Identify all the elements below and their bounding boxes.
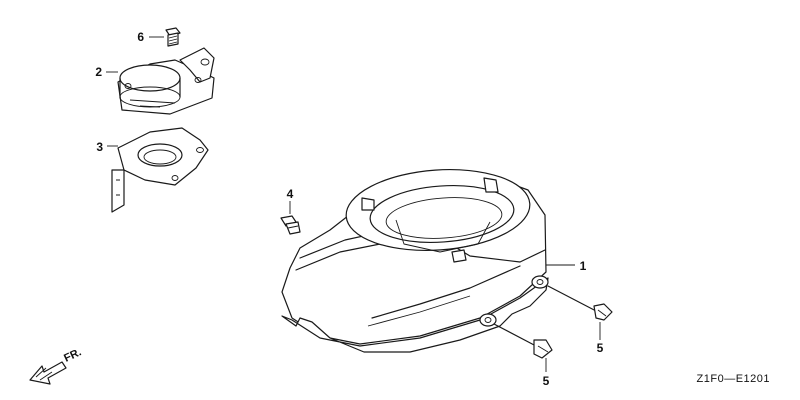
part-6-bolt — [149, 27, 181, 47]
callout-6: 6 — [137, 30, 144, 44]
front-direction-arrow — [29, 361, 67, 385]
part-5-bolt-right — [547, 285, 613, 340]
part-1-fan-shroud — [281, 168, 575, 353]
diagram-code: Z1F0—E1201 — [697, 373, 770, 385]
callout-5-right: 5 — [597, 341, 604, 355]
callout-5-lower: 5 — [543, 374, 550, 388]
direction-label: FR. — [62, 346, 83, 364]
callout-3: 3 — [96, 140, 103, 154]
part-2-clamp-bracket — [106, 47, 215, 115]
part-5-bolt-lower — [493, 323, 553, 372]
callout-1: 1 — [580, 259, 587, 273]
callout-4: 4 — [287, 187, 294, 201]
part-4-bolt — [280, 201, 301, 235]
callout-2: 2 — [95, 65, 102, 79]
part-3-plate-bracket — [107, 127, 209, 213]
